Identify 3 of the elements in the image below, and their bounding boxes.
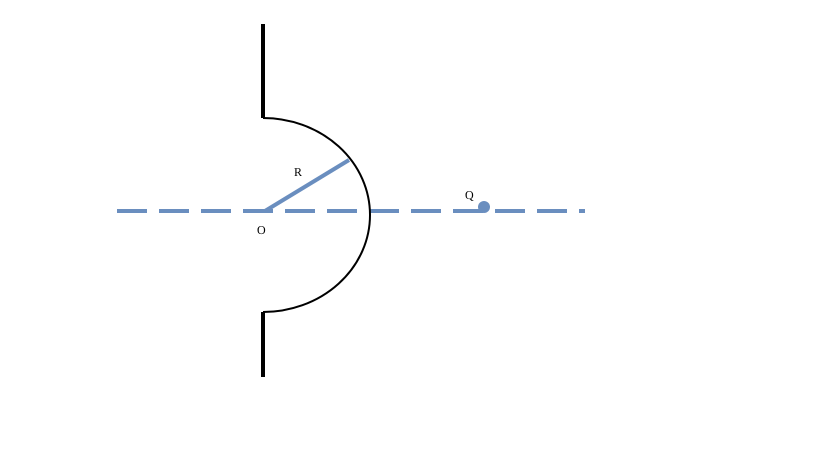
point-label: O (257, 224, 266, 236)
point-label: R (294, 166, 302, 178)
point-label: Q (465, 189, 474, 201)
